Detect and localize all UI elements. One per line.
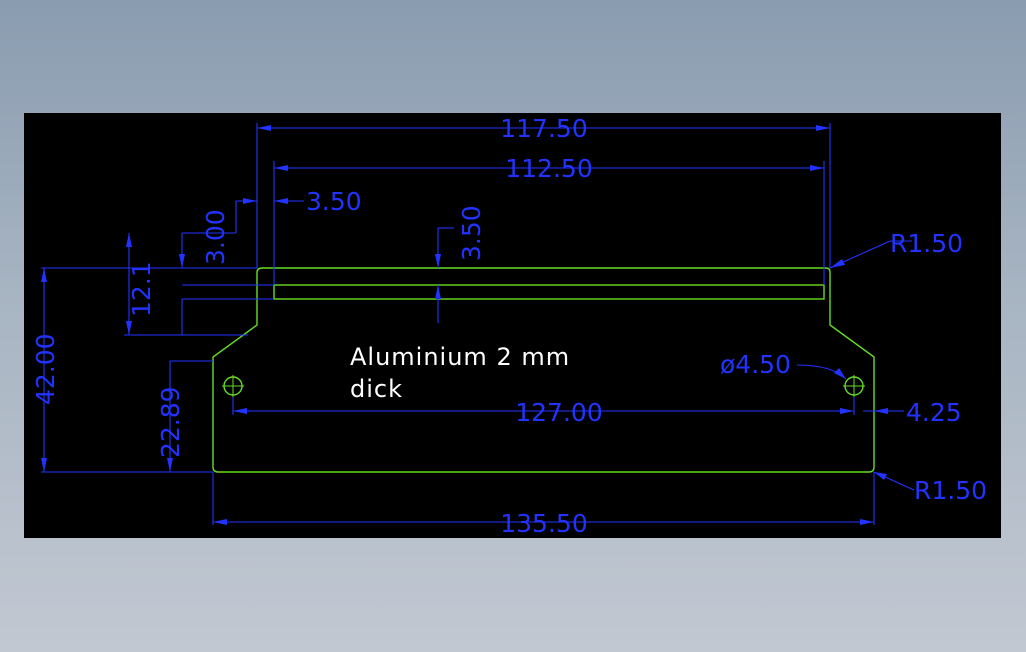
material-note-line1: Aluminium 2 mm [350,343,570,371]
technical-drawing: 117.50 112.50 3.50 3.00 3.50 12.1 42.00 … [31,114,987,538]
dim-22-89: 22.89 [156,386,185,458]
dim-3-50-mid: 3.50 [457,205,486,261]
dim-42-00: 42.00 [31,333,60,405]
material-note-line2: dick [350,375,403,403]
slot-outline [273,284,825,300]
dim-3-00: 3.00 [201,209,230,265]
dim-117-50: 117.50 [500,114,587,143]
dim-r1-50-bottom: R1.50 [914,476,987,505]
cad-viewport[interactable]: 117.50 112.50 3.50 3.00 3.50 12.1 42.00 … [24,113,1001,538]
dim-3-50-left: 3.50 [306,187,362,216]
dim-135-50: 135.50 [500,509,587,538]
dim-112-50: 112.50 [505,154,592,183]
dim-r1-50-top: R1.50 [890,229,963,258]
dim-4-25: 4.25 [906,398,962,427]
hole-left [222,375,244,397]
dim-12-1: 12.1 [127,261,156,317]
dim-127-00: 127.00 [515,398,602,427]
hole-right [843,375,865,397]
dim-dia-4-50: ø4.50 [720,350,791,379]
part-outline [212,267,875,473]
